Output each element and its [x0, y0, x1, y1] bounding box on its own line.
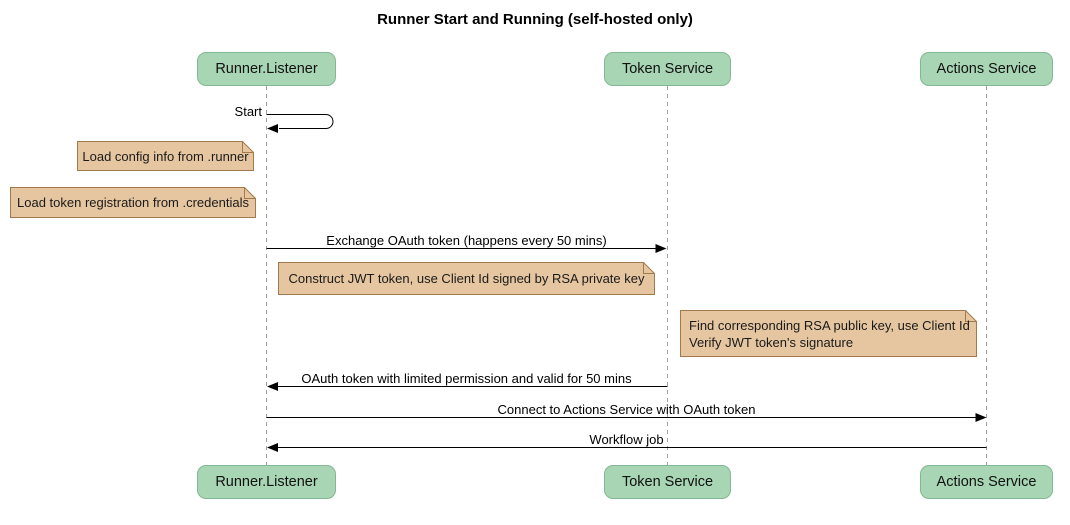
participant-token-service-top: Token Service — [604, 52, 731, 86]
self-message-start-arrowhead — [267, 124, 278, 133]
note-verify-jwt: Find corresponding RSA public key, use C… — [680, 310, 977, 357]
participant-actions-service-top: Actions Service — [920, 52, 1053, 86]
participant-token-service-bottom: Token Service — [604, 465, 731, 499]
participant-token-service-top-label: Token Service — [621, 61, 714, 77]
note-fold-construct-jwt — [643, 262, 655, 274]
arrowhead-connect-actions — [975, 413, 987, 422]
note-shape-load-config — [77, 141, 254, 171]
note-verify-jwt-line1: Find corresponding RSA public key, use C… — [689, 317, 970, 333]
note-fold-load-credentials — [244, 187, 256, 199]
participant-token-service-bottom-label: Token Service — [621, 474, 714, 490]
arrowhead-exchange-oauth — [655, 244, 667, 253]
note-fold-load-config — [242, 141, 254, 153]
participant-runner-listener-top-label: Runner.Listener — [215, 61, 318, 77]
message-label-connect-actions: Connect to Actions Service with OAuth to… — [497, 402, 756, 417]
diagram-title: Runner Start and Running (self-hosted on… — [377, 11, 693, 28]
message-label-workflow-job: Workflow job — [589, 432, 664, 447]
arrowhead-workflow-job — [267, 443, 278, 452]
participant-runner-listener-top: Runner.Listener — [197, 52, 336, 86]
note-construct-jwt: Construct JWT token, use Client Id signe… — [288, 271, 645, 286]
note-shape-load-credentials — [10, 187, 256, 218]
arrowhead-oauth-return — [267, 382, 278, 391]
note-shape-verify-jwt — [680, 310, 977, 357]
participant-actions-service-bottom-label: Actions Service — [936, 474, 1037, 490]
message-label-oauth-return: OAuth token with limited permission and … — [301, 371, 632, 386]
note-load-config: Load config info from .runner — [82, 148, 249, 164]
note-verify-jwt-line2: Verify JWT token's signature — [689, 334, 854, 350]
participant-actions-service-bottom: Actions Service — [920, 465, 1053, 499]
self-message-start-line — [266, 114, 334, 129]
participant-runner-listener-bottom-label: Runner.Listener — [215, 474, 318, 490]
message-label-start: Start — [234, 104, 262, 119]
participant-actions-service-top-label: Actions Service — [936, 61, 1037, 77]
participant-runner-listener-bottom: Runner.Listener — [197, 465, 336, 499]
note-load-credentials: Load token registration from .credential… — [17, 195, 249, 210]
message-label-exchange-oauth: Exchange OAuth token (happens every 50 m… — [326, 233, 607, 248]
note-fold-verify-jwt — [965, 310, 977, 322]
note-shape-construct-jwt — [278, 262, 655, 295]
